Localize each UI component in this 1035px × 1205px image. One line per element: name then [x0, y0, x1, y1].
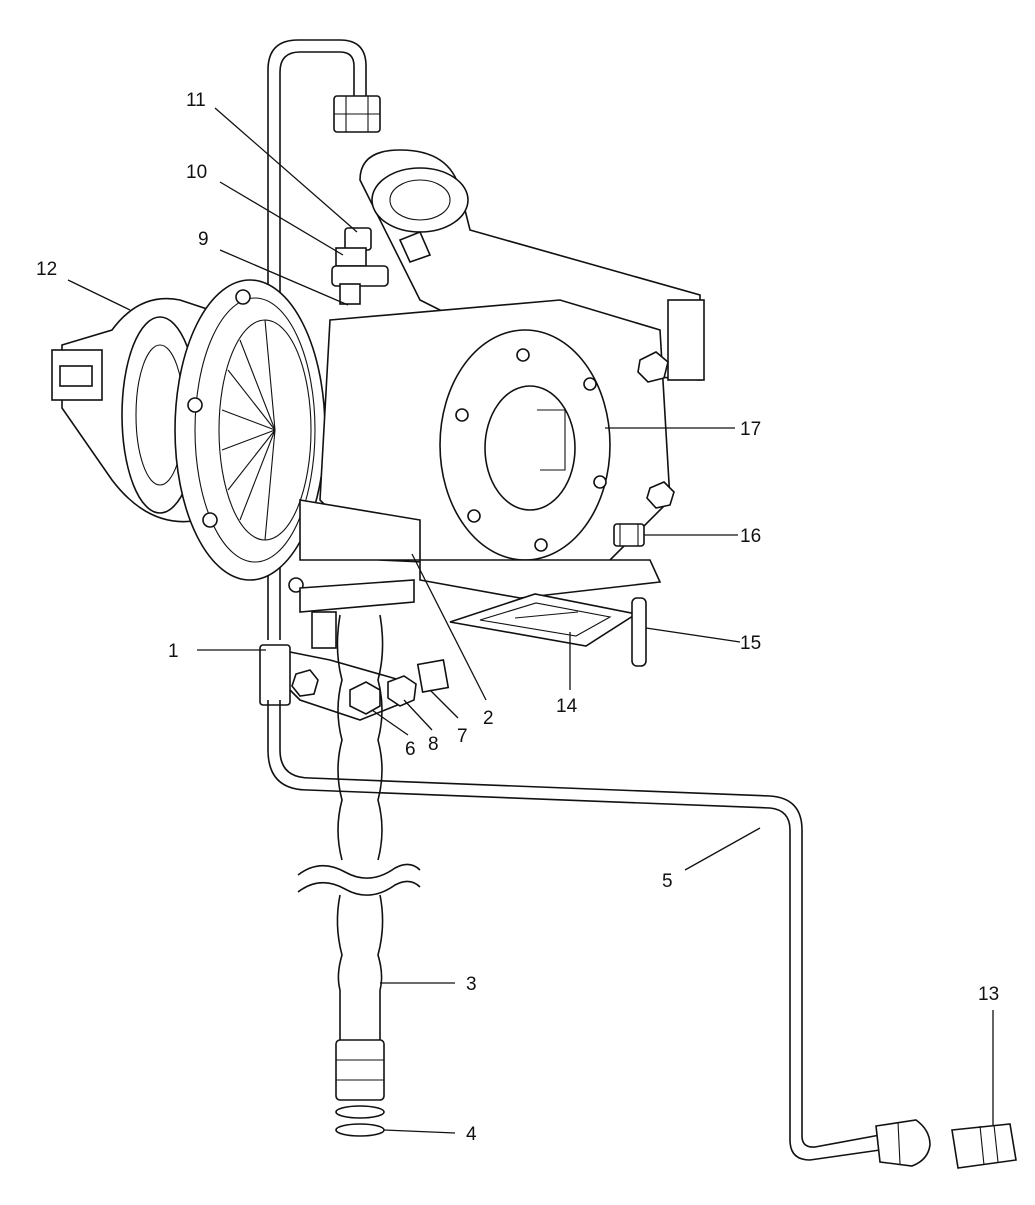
callout-4: 4	[466, 1124, 477, 1145]
support-bracket	[259, 644, 450, 721]
stud	[631, 597, 647, 667]
callout-16: 16	[740, 526, 761, 547]
turbine-housing	[299, 299, 675, 571]
callout-15: 15	[740, 633, 761, 654]
drain-hose	[297, 614, 421, 1101]
callout-8: 8	[428, 734, 439, 755]
banjo-fitting	[331, 227, 389, 305]
o-ring	[335, 1105, 385, 1137]
callout-labels: 1 2 3 4 5 6 7 8 9 10 11 12 13 14 15 16 1…	[36, 90, 999, 1145]
callout-17: 17	[740, 419, 761, 440]
gasket	[449, 593, 639, 647]
callout-11: 11	[186, 90, 206, 111]
callout-13: 13	[978, 984, 999, 1005]
fitting	[951, 1123, 1017, 1169]
drain-flange	[299, 579, 415, 649]
bolt	[613, 523, 645, 547]
callout-14: 14	[556, 696, 578, 717]
callout-3: 3	[466, 974, 477, 995]
callout-2: 2	[483, 708, 494, 729]
callout-7: 7	[457, 726, 468, 747]
callout-6: 6	[405, 739, 416, 760]
compressor-housing	[174, 279, 326, 593]
callout-12: 12	[36, 259, 57, 280]
oil-return-tube	[267, 700, 931, 1167]
callout-9: 9	[198, 229, 209, 250]
callout-1: 1	[168, 641, 179, 662]
leader-lines	[67, 107, 994, 1134]
callout-5: 5	[662, 871, 673, 892]
callout-10: 10	[186, 162, 207, 183]
turbine-outlet-flange	[419, 559, 662, 599]
